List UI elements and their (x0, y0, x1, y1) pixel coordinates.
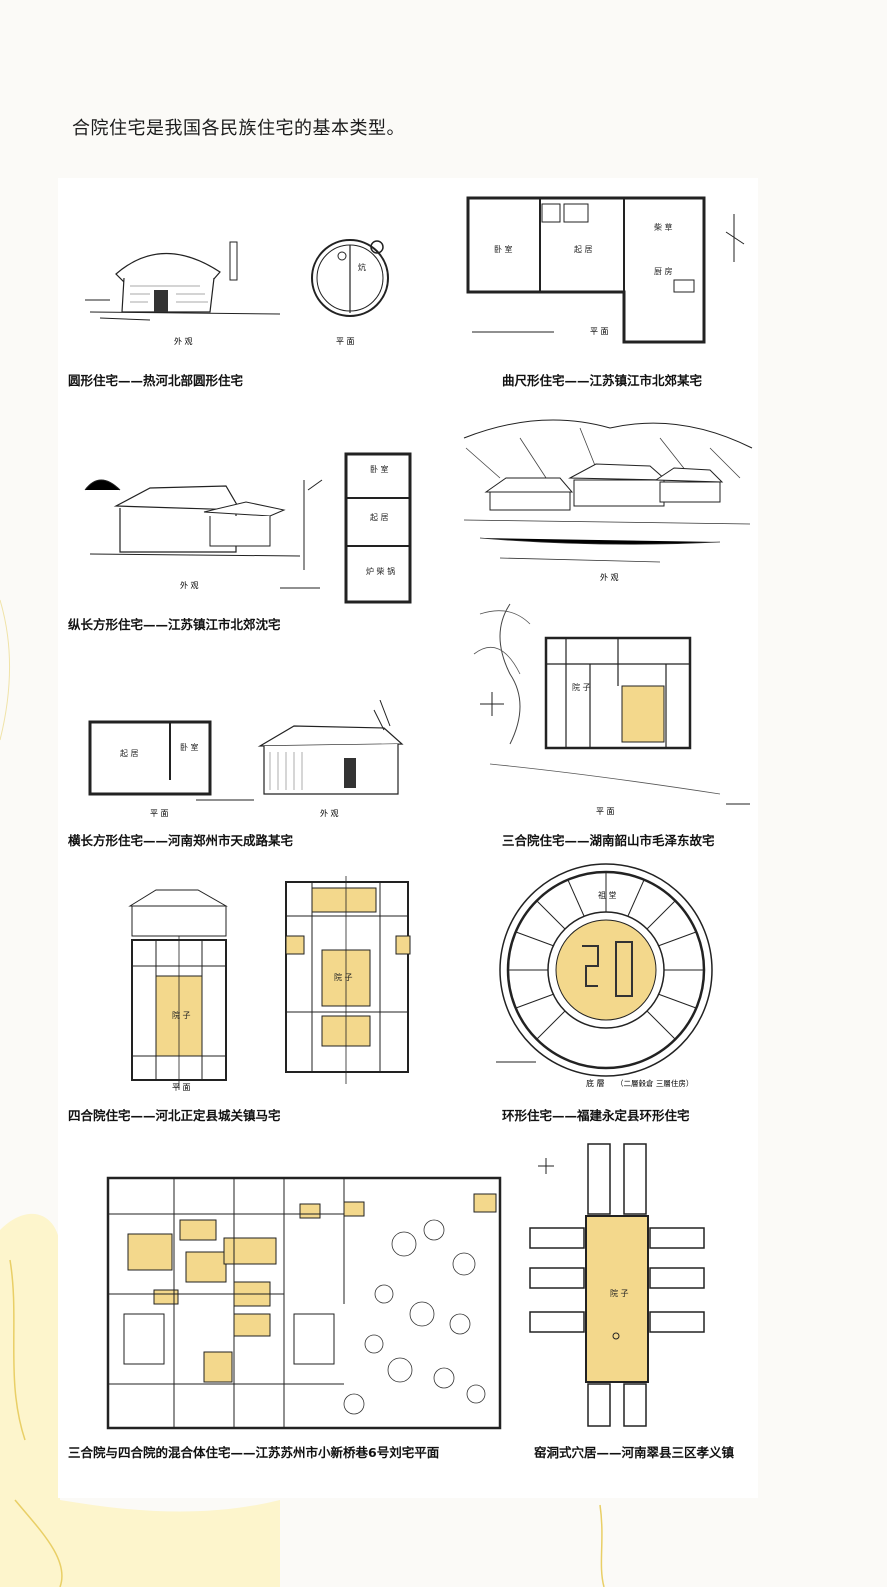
l-shape-plan: 卧 室 起 居 柴 草 厨 房 (466, 196, 745, 344)
horizontal-rect-view-plan: 平 面 (150, 809, 169, 818)
caption-vertical-rect-house: 纵长方形住宅——江苏镇江市北郊沈宅 (68, 617, 281, 632)
ring-view-ground-floor: 底 層 (586, 1079, 605, 1088)
vertical-rect-figure: 卧 室 起 居 炉 柴 锅 外 观 (80, 450, 420, 605)
caption-ring-house: 环形住宅——福建永定县环形住宅 (502, 1108, 690, 1123)
horizontal-rect-figure: 起 居 卧 室 平 面 外 观 (84, 700, 414, 820)
svg-text:院 子: 院 子 (610, 1288, 629, 1298)
caption-round-house: 圆形住宅——热河北部圆形住宅 (68, 373, 244, 388)
sanheyuan-figure: 院 子 平 面 (470, 594, 760, 824)
svg-text:炉 柴 锅: 炉 柴 锅 (366, 566, 395, 576)
svg-text:卧 室: 卧 室 (180, 742, 199, 752)
sanheyuan-view-plan: 平 面 (596, 807, 615, 816)
ring-house-figure: 祖 堂 底 層 （二層穀倉 三層住房） (486, 862, 726, 1088)
round-house-figure: 炕 外 观 平 面 (80, 228, 400, 358)
svg-text:卧 室: 卧 室 (494, 244, 513, 254)
cave-dwelling-figure: 院 子 (524, 1136, 724, 1436)
siheyuan-plans: 院 子 院 子 (128, 876, 411, 1090)
vertical-rect-view-exterior: 外 观 (180, 581, 199, 590)
vertical-rect-drawing: 卧 室 起 居 炉 柴 锅 (84, 452, 412, 604)
hillside-view-exterior: 外 观 (600, 573, 619, 582)
round-view-plan: 平 面 (336, 337, 355, 346)
svg-text:院 子: 院 子 (334, 972, 353, 982)
mixed-courtyard-figure (104, 1174, 504, 1434)
svg-text:柴 草: 柴 草 (654, 222, 673, 232)
l-shape-figure: 卧 室 起 居 柴 草 厨 房 平 面 (464, 192, 754, 352)
caption-sanheyuan-house: 三合院住宅——湖南韶山市毛泽东故宅 (502, 833, 715, 848)
hillside-sketch-figure: 外 观 (460, 408, 760, 588)
caption-l-shape-house: 曲尺形住宅——江苏镇江市北郊某宅 (502, 373, 703, 388)
hillside-sketch (463, 419, 753, 563)
round-house-drawing: 炕 (85, 239, 389, 321)
ring-house-plan: 祖 堂 (496, 863, 713, 1077)
intro-text: 合院住宅是我国各民族住宅的基本类型。 (72, 118, 405, 139)
sanheyuan-plan: 院 子 (473, 603, 750, 805)
ring-view-note: （二層穀倉 三層住房） (616, 1079, 694, 1088)
svg-text:卧 室: 卧 室 (370, 464, 389, 474)
svg-text:起 居: 起 居 (370, 513, 389, 522)
caption-mixed-courtyard-house: 三合院与四合院的混合体住宅——江苏苏州市小新桥巷6号刘宅平面 (68, 1445, 440, 1460)
svg-text:厨 房: 厨 房 (654, 266, 673, 276)
caption-siheyuan-house: 四合院住宅——河北正定县城关镇马宅 (68, 1108, 281, 1123)
svg-text:起 居: 起 居 (574, 245, 593, 254)
caption-cave-dwelling: 窑洞式穴居——河南翠县三区孝义镇 (534, 1445, 735, 1460)
caption-horizontal-rect-house: 横长方形住宅——河南郑州市天成路某宅 (68, 833, 294, 848)
horizontal-rect-drawing: 起 居 卧 室 (88, 700, 404, 801)
cave-dwelling-plan: 院 子 (529, 1143, 705, 1427)
round-view-exterior: 外 观 (174, 337, 193, 346)
siheyuan-view-plan: 平 面 (172, 1083, 191, 1092)
l-shape-view-plan: 平 面 (590, 327, 609, 336)
mixed-courtyard-plan (106, 1176, 502, 1430)
siheyuan-figure: 院 子 院 子 平 面 (126, 876, 426, 1096)
horizontal-rect-view-exterior: 外 观 (320, 809, 339, 818)
svg-text:院 子: 院 子 (172, 1010, 191, 1020)
svg-text:院 子: 院 子 (572, 682, 591, 692)
svg-text:炕: 炕 (358, 262, 366, 272)
svg-text:起 居: 起 居 (120, 749, 139, 758)
svg-text:祖 堂: 祖 堂 (598, 890, 617, 900)
